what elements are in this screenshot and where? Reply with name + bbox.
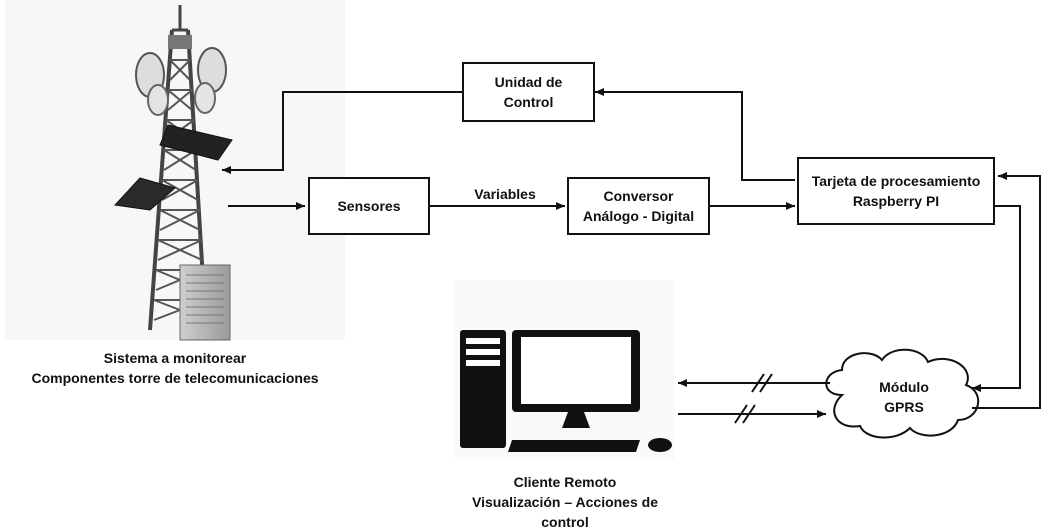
client-caption: Cliente Remoto Visualización – Acciones … bbox=[455, 472, 675, 532]
client-caption-2: Visualización – Acciones de bbox=[472, 494, 658, 510]
sensors-label: Sensores bbox=[337, 198, 401, 214]
adc-block: Conversor Análogo - Digital bbox=[567, 177, 710, 235]
gprs-cloud bbox=[825, 348, 980, 439]
sensors-block: Sensores bbox=[308, 177, 430, 235]
system-caption: Sistema a monitorear Componentes torre d… bbox=[5, 348, 345, 388]
control-unit-label-2: Control bbox=[503, 94, 554, 110]
gprs-label-1: Módulo bbox=[879, 379, 929, 395]
processing-label-2: Raspberry PI bbox=[852, 193, 940, 209]
control-unit-block: Unidad de Control bbox=[462, 62, 595, 122]
variables-label: Variables bbox=[474, 186, 536, 202]
computer-icon bbox=[455, 280, 675, 460]
client-caption-3: control bbox=[541, 514, 589, 530]
adc-label-1: Conversor bbox=[603, 188, 674, 204]
gprs-label: Módulo GPRS bbox=[858, 377, 950, 417]
system-caption-1: Sistema a monitorear bbox=[103, 350, 247, 366]
client-caption-1: Cliente Remoto bbox=[513, 474, 617, 490]
gprs-label-2: GPRS bbox=[884, 399, 924, 415]
adc-label-2: Análogo - Digital bbox=[582, 208, 695, 224]
system-caption-2: Componentes torre de telecomunicaciones bbox=[31, 370, 319, 386]
control-unit-label-1: Unidad de bbox=[494, 74, 563, 90]
connectors bbox=[222, 88, 1041, 424]
processing-block: Tarjeta de procesamiento Raspberry PI bbox=[797, 157, 995, 225]
processing-label-1: Tarjeta de procesamiento bbox=[811, 173, 981, 189]
tower-icon bbox=[5, 0, 345, 341]
